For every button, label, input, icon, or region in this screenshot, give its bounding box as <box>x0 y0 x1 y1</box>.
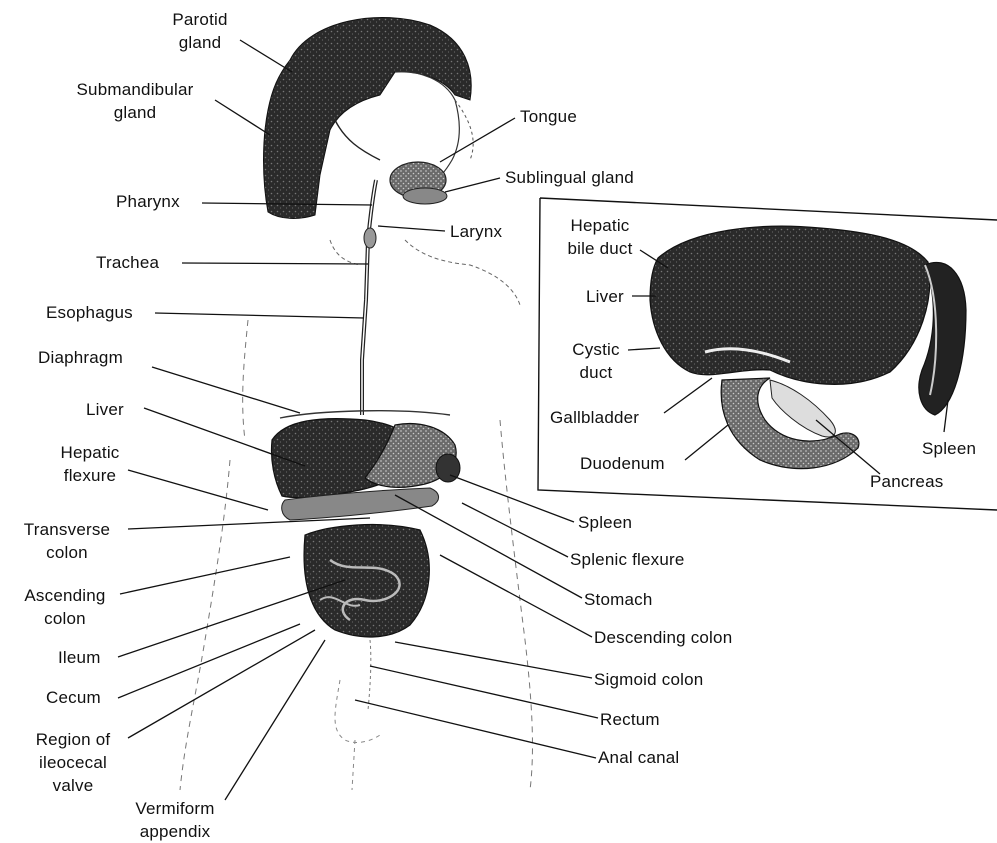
esophagus-tube <box>362 180 376 415</box>
inset-label-pancreas: Pancreas <box>870 470 943 493</box>
small-intestine-shape <box>304 525 429 637</box>
sublingual-gland-shape <box>403 188 447 204</box>
label-pharynx: Pharynx <box>116 190 180 213</box>
label-liver: Liver <box>86 398 124 421</box>
inset-label-liver: Liver <box>586 285 624 308</box>
label-transverse-colon: Transverse colon <box>8 518 126 564</box>
label-tongue: Tongue <box>520 105 577 128</box>
label-anal-canal: Anal canal <box>598 746 679 769</box>
label-esophagus: Esophagus <box>46 301 133 324</box>
label-diaphragm: Diaphragm <box>38 346 123 369</box>
label-sigmoid-colon: Sigmoid colon <box>594 668 703 691</box>
label-descending-colon: Descending colon <box>594 626 732 649</box>
label-spleen: Spleen <box>578 511 632 534</box>
inset-label-gallbladder: Gallbladder <box>550 406 639 429</box>
label-splenic-flexure: Splenic flexure <box>570 548 685 571</box>
label-hepatic-flexure: Hepatic flexure <box>50 441 130 487</box>
inset-label-hepatic-bile-duct: Hepatic bile duct <box>555 214 645 260</box>
label-parotid-gland: Parotid gland <box>160 8 240 54</box>
larynx-shape <box>364 228 376 248</box>
label-stomach: Stomach <box>584 588 653 611</box>
label-vermiform-appendix: Vermiform appendix <box>120 797 230 843</box>
label-cecum: Cecum <box>46 686 101 709</box>
label-submandibular-gland: Submandibular gland <box>60 78 210 124</box>
label-ileum: Ileum <box>58 646 101 669</box>
label-rectum: Rectum <box>600 708 660 731</box>
label-trachea: Trachea <box>96 251 159 274</box>
label-ascending-colon: Ascending colon <box>10 584 120 630</box>
rectum-shape <box>368 640 371 710</box>
label-sublingual-gland: Sublingual gland <box>505 166 634 189</box>
diaphragm-line <box>280 411 450 418</box>
label-ileocecal-valve: Region of ileocecal valve <box>18 728 128 797</box>
label-larynx: Larynx <box>450 220 502 243</box>
inset-label-duodenum: Duodenum <box>580 452 665 475</box>
inset-label-cystic-duct: Cystic duct <box>562 338 630 384</box>
inset-label-spleen: Spleen <box>922 437 976 460</box>
